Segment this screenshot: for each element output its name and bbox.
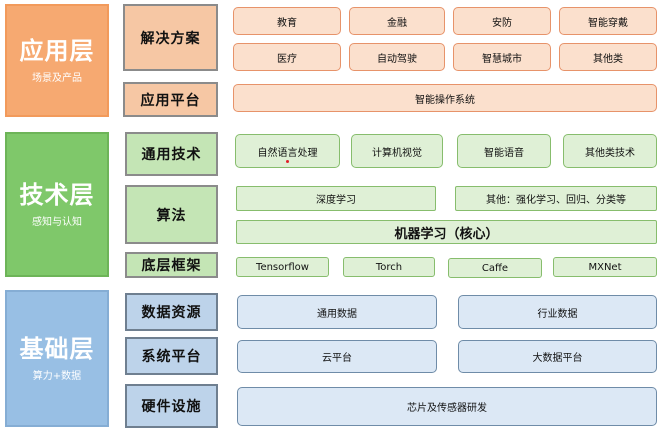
tech-computer-vision: 计算机视觉 xyxy=(351,134,443,168)
tech-other: 其他类技术 xyxy=(563,134,657,168)
solution-smart-city: 智慧城市 xyxy=(453,43,551,71)
base-layer-subtitle: 算力+数据 xyxy=(32,370,82,382)
platform-big-data: 大数据平台 xyxy=(458,340,657,373)
base-layer-title: 基础层 xyxy=(19,335,95,364)
red-dot-mark xyxy=(286,160,289,163)
algo-other: 其他：强化学习、回归、分类等 xyxy=(455,186,657,211)
application-layer: 应用层 场景及产品 xyxy=(5,4,109,117)
solution-security: 安防 xyxy=(453,7,551,35)
framework-mxnet: MXNet xyxy=(553,257,657,277)
category-algorithms: 算法 xyxy=(125,185,218,244)
data-general: 通用数据 xyxy=(237,295,437,329)
category-solutions: 解决方案 xyxy=(123,4,218,71)
category-system-platform: 系统平台 xyxy=(125,337,218,375)
algo-deep-learning: 深度学习 xyxy=(236,186,436,211)
base-layer: 基础层 算力+数据 xyxy=(5,290,109,427)
solution-other: 其他类 xyxy=(559,43,657,71)
technology-layer: 技术层 感知与认知 xyxy=(5,132,109,277)
framework-tensorflow: Tensorflow xyxy=(236,257,329,277)
solution-wearables: 智能穿戴 xyxy=(559,7,657,35)
category-frameworks: 底层框架 xyxy=(125,252,218,278)
solution-finance: 金融 xyxy=(349,7,445,35)
solution-medical: 医疗 xyxy=(233,43,341,71)
framework-torch: Torch xyxy=(343,257,435,277)
technology-layer-subtitle: 感知与认知 xyxy=(32,216,82,228)
category-app-platform: 应用平台 xyxy=(123,82,218,117)
technology-layer-title: 技术层 xyxy=(19,181,95,210)
algo-machine-learning-core: 机器学习（核心） xyxy=(236,220,657,244)
data-industry: 行业数据 xyxy=(458,295,657,329)
smart-os-box: 智能操作系统 xyxy=(233,84,657,112)
category-data-resources: 数据资源 xyxy=(125,293,218,331)
category-general-tech: 通用技术 xyxy=(125,132,218,176)
platform-cloud: 云平台 xyxy=(237,340,437,373)
solution-education: 教育 xyxy=(233,7,341,35)
framework-caffe: Caffe xyxy=(448,258,542,278)
application-layer-subtitle: 场景及产品 xyxy=(32,72,82,84)
solution-autonomous-driving: 自动驾驶 xyxy=(349,43,445,71)
category-hardware: 硬件设施 xyxy=(125,384,218,428)
application-layer-title: 应用层 xyxy=(19,37,95,66)
hardware-chips-sensors: 芯片及传感器研发 xyxy=(237,387,657,426)
tech-speech: 智能语音 xyxy=(457,134,551,168)
